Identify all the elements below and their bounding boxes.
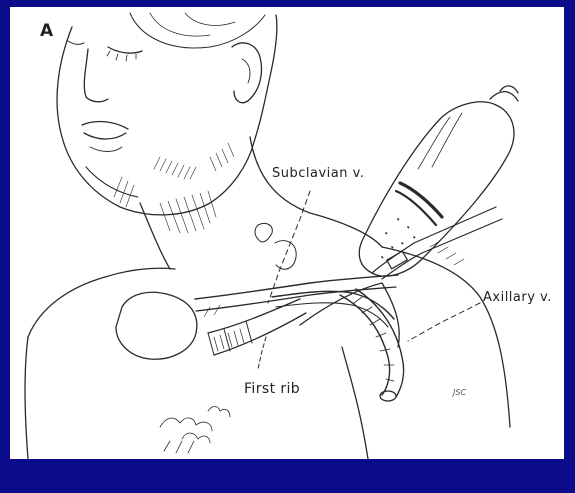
torso-left [28,268,175,337]
torso-right [342,347,368,459]
neck-right [250,137,382,247]
eye-closed [108,47,142,53]
leader-rib [258,337,266,369]
shoulder-line [382,247,510,427]
thyroid [255,223,272,241]
leader-axillary [408,303,480,341]
label-subclavian-vein: Subclavian v. [272,167,364,180]
neck-left [140,203,170,269]
nose [84,49,108,102]
head-outline [57,15,277,215]
manubrium [116,292,197,359]
mouth [82,122,128,129]
panel-letter: A [40,23,53,40]
ear [232,43,262,103]
neck-hatching [114,177,216,233]
label-axillary-vein: Axillary v. [483,291,552,304]
illustration-panel: A Subclavian v. Axillary v. First rib JS… [10,7,564,459]
artist-signature: JSC [453,389,466,397]
axillary-vein-tube [340,289,404,401]
chest-hatching [160,407,230,454]
label-first-rib: First rib [244,382,300,396]
